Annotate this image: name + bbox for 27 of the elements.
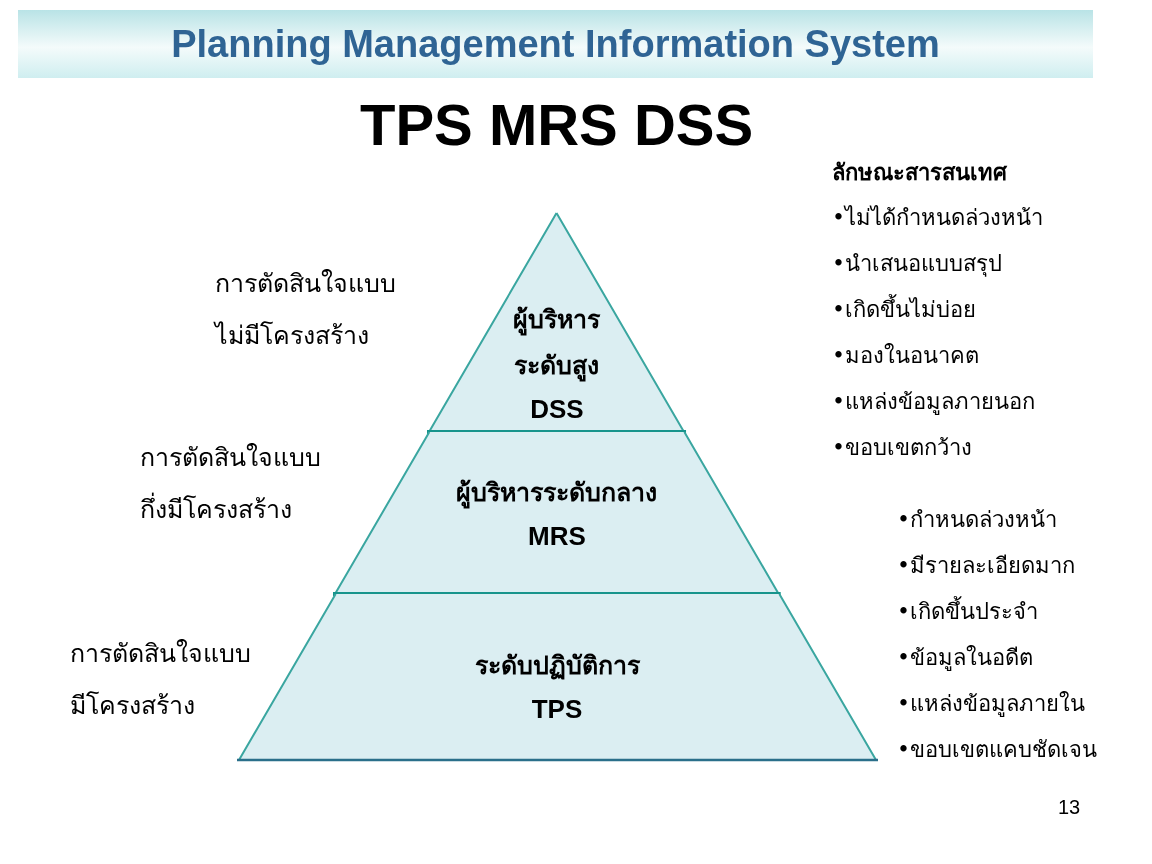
decision-type-label: การตัดสินใจแบบกึ่งมีโครงสร้าง [140,442,322,526]
pyramid-tier [335,432,779,594]
subtitle: TPS MRS DSS [360,91,755,159]
bullet-item: •ข้อมูลในอดีต [897,644,1034,673]
system-label: TPS [531,693,583,726]
decision-type-label: การตัดสินใจแบบมีโครงสร้าง [70,638,252,722]
list-heading: ลักษณะสารสนเทศ [832,158,1008,187]
decision-type-label: การตัดสินใจแบบไม่มีโครงสร้าง [215,268,397,352]
bullet-item: •เกิดขึ้นประจำ [897,592,1137,632]
bullet-item: •มองในอนาคต [832,342,980,370]
bullet-item: •ขอบเขตแคบชัดเจน [897,736,1098,764]
bullet-item: •มีรายละเอียดมาก [897,552,1076,580]
page-number: 13 [1058,795,1082,820]
pyramid-apex [429,213,685,432]
bullet-item: •แหล่งข้อมูลภายใน [897,690,1086,719]
bullet-item: •ไม่ได้กำหนดล่วงหน้า [832,204,1044,232]
bullet-item: •กำหนดล่วงหน้า [897,506,1058,534]
bullet-item: •นำเสนอแบบสรุป [832,250,1003,279]
system-label: DSS [530,393,584,426]
bullet-item: •แหล่งข้อมูลภายนอก [832,388,1036,417]
level-label: ผู้บริหารระดับกลาง [456,477,658,511]
bullet-item: •ขอบเขตกว้าง [832,434,973,462]
level-label: ระดับปฏิบัติการ [474,650,640,682]
level-label: ผู้บริหารระดับสูง [512,304,602,384]
title-banner: Planning Management Information System [18,10,1093,78]
bullet-item: •เกิดขึ้นไม่บ่อย [832,290,1132,330]
system-label: MRS [528,520,586,553]
